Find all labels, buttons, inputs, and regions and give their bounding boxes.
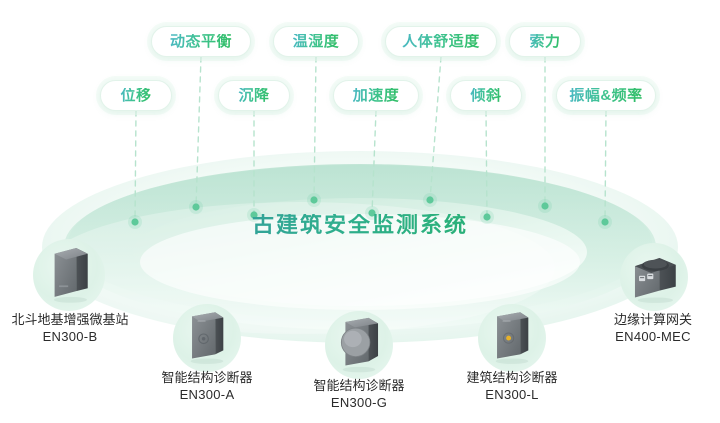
connector-line-1 [134, 110, 137, 223]
connector-dots-group [128, 193, 612, 229]
metric-pill-6[interactable]: 人体舒适度 [385, 26, 497, 57]
led-sensor-icon [478, 300, 546, 368]
device-name: 建筑结构诊断器 [466, 370, 558, 385]
device-model: EN300-B [42, 329, 98, 344]
connector-dot-1 [131, 218, 139, 226]
device-name: 边缘计算网关 [613, 312, 692, 327]
page-title: 古建筑安全监测系统 [0, 214, 720, 236]
connector-lines-group [134, 56, 607, 223]
connector-line-2 [195, 56, 202, 208]
metric-pill-label: 沉降 [238, 87, 270, 104]
device-model: EN300-G [330, 395, 388, 410]
metric-pill-label: 温湿度 [292, 33, 340, 50]
connector-dot-2 [192, 203, 200, 211]
tower-box-icon [33, 235, 105, 307]
metric-pill-2[interactable]: 动态平衡 [151, 26, 251, 57]
metric-pill-5[interactable]: 加速度 [333, 80, 419, 111]
device-label: 建筑结构诊断器 EN300-L [442, 369, 582, 403]
device-name: 智能结构诊断器 [161, 370, 253, 385]
connector-line-4 [313, 56, 317, 201]
connector-dot-6 [426, 196, 434, 204]
device-label: 北斗地基增强微基站 EN300-B [0, 311, 140, 345]
metric-pill-3[interactable]: 沉降 [218, 80, 290, 111]
ring-inner-fade [140, 214, 580, 310]
cylinder-sensor-icon [325, 307, 393, 375]
connector-line-6 [429, 56, 442, 201]
metric-pill-label: 人体舒适度 [402, 33, 480, 50]
device-label: 智能结构诊断器 EN300-G [289, 377, 429, 411]
metric-pill-8[interactable]: 索力 [509, 26, 581, 57]
metric-pill-label: 动态平衡 [169, 33, 232, 50]
gateway-cube-icon [620, 239, 688, 307]
connector-dot-3 [250, 211, 258, 219]
device-label: 智能结构诊断器 EN300-A [137, 369, 277, 403]
metric-pill-9[interactable]: 振幅&频率 [556, 80, 656, 111]
metric-pill-label: 位移 [120, 87, 152, 104]
connector-line-7 [485, 110, 488, 218]
metric-pill-label: 振幅&频率 [569, 87, 643, 104]
metric-pill-7[interactable]: 倾斜 [450, 80, 522, 111]
connector-dot-4 [310, 196, 318, 204]
device-name: 智能结构诊断器 [313, 378, 405, 393]
connector-dot-8 [541, 202, 549, 210]
device-name: 北斗地基增强微基站 [11, 312, 129, 327]
metric-pill-1[interactable]: 位移 [100, 80, 172, 111]
metric-pill-label: 加速度 [352, 87, 400, 104]
device-model: EN300-A [179, 387, 235, 402]
metric-pill-4[interactable]: 温湿度 [273, 26, 359, 57]
connector-dot-9 [601, 218, 609, 226]
device-model: EN400-MEC [615, 329, 691, 344]
connector-dot-7 [483, 213, 491, 221]
connector-dot-5 [368, 209, 376, 217]
ring-lower-sheen [45, 202, 555, 334]
connector-line-5 [371, 110, 377, 214]
metric-pill-label: 倾斜 [470, 87, 502, 104]
device-model: EN300-L [485, 387, 539, 402]
device-label: 边缘计算网关 EN400-MEC [583, 311, 720, 345]
wall-sensor-icon [173, 300, 241, 368]
connector-line-9 [604, 110, 607, 223]
metric-pill-label: 索力 [529, 33, 561, 50]
